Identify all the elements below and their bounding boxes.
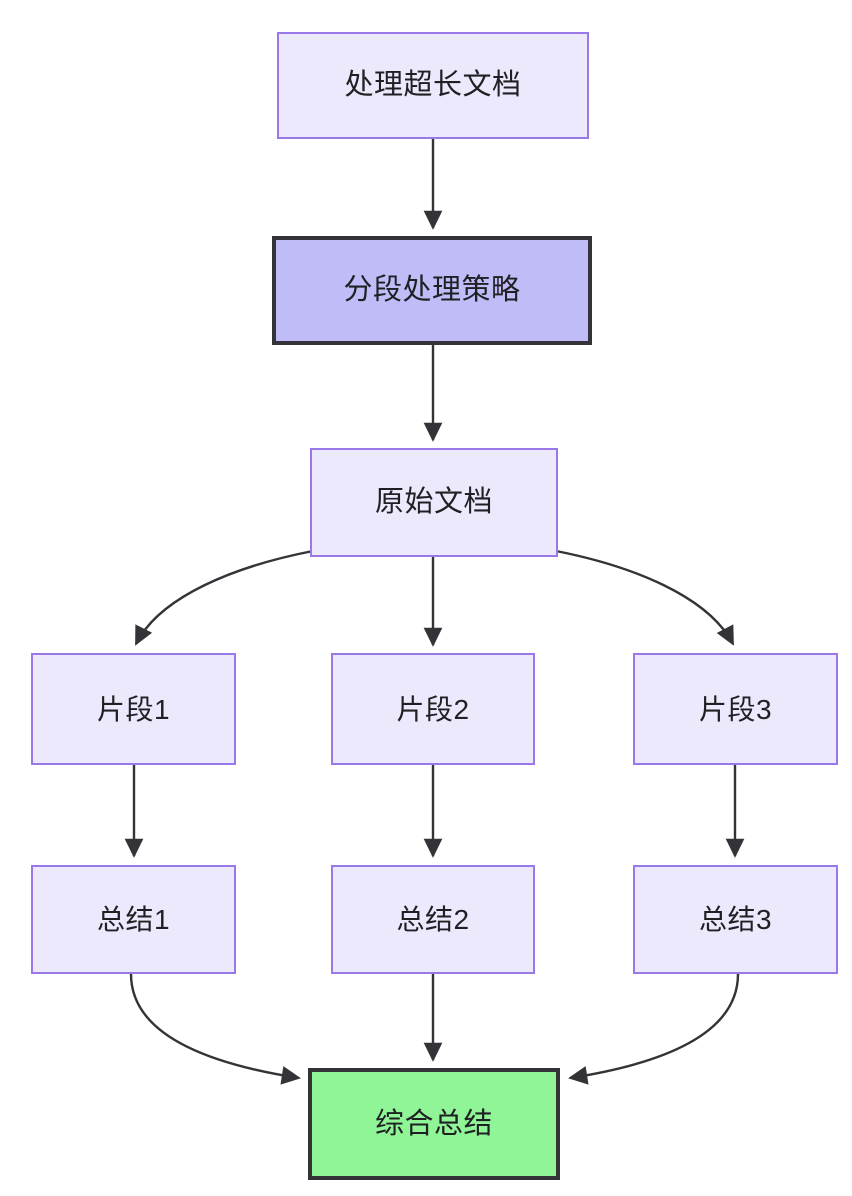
node-label: 总结3 (698, 904, 773, 935)
node-chunk-1[interactable]: 片段1 (31, 653, 236, 765)
node-label: 综合总结 (374, 1107, 493, 1140)
edge-sum3-to-final (568, 973, 740, 1085)
node-process-long-document[interactable]: 处理超长文档 (277, 32, 589, 139)
node-summary-2[interactable]: 总结2 (331, 865, 535, 974)
node-chunk-2[interactable]: 片段2 (331, 653, 535, 765)
node-label: 总结2 (396, 904, 470, 935)
node-chunk-3[interactable]: 片段3 (633, 653, 838, 765)
node-label: 片段2 (396, 693, 470, 725)
edge-orig-to-chunk3 (555, 549, 735, 646)
node-label: 片段1 (96, 693, 171, 725)
node-summary-1[interactable]: 总结1 (31, 865, 236, 974)
edge-sum1-to-final (129, 973, 301, 1085)
node-original-document[interactable]: 原始文档 (310, 448, 558, 557)
edge-orig-to-chunk1 (134, 549, 314, 646)
node-label: 片段3 (698, 693, 773, 725)
node-label: 处理超长文档 (344, 69, 522, 102)
node-summary-3[interactable]: 总结3 (633, 865, 838, 974)
node-comprehensive-summary[interactable]: 综合总结 (308, 1068, 560, 1180)
node-label: 总结1 (96, 904, 171, 935)
node-label: 分段处理策略 (343, 274, 521, 307)
node-label: 原始文档 (374, 486, 493, 519)
node-chunking-strategy[interactable]: 分段处理策略 (272, 236, 592, 345)
